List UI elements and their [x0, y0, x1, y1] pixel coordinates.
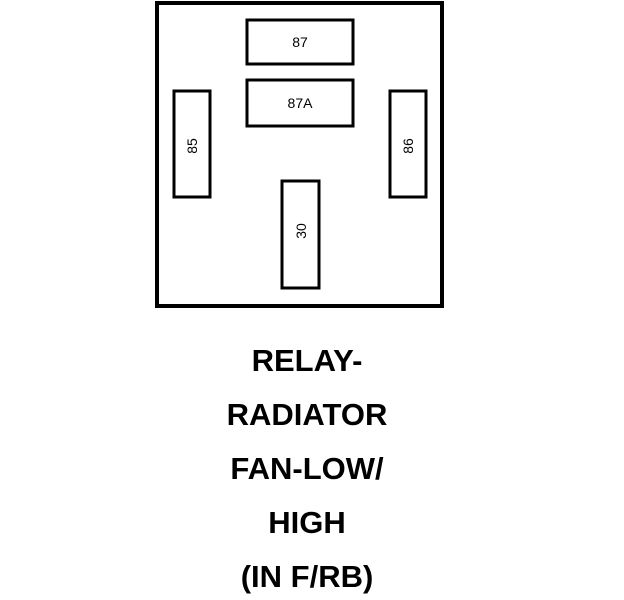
terminal-87: 87: [245, 18, 355, 66]
terminal-87a-label: 87A: [288, 95, 314, 111]
caption-line-3: FAN-LOW/: [230, 451, 384, 486]
terminal-86-blade: [388, 89, 428, 199]
terminal-87a: 87A: [245, 78, 355, 128]
terminal-87a-blade: [245, 78, 355, 128]
terminal-85-label: 85: [184, 138, 200, 154]
terminal-86: 86: [388, 89, 428, 199]
caption-line-1: RELAY-: [251, 343, 363, 378]
terminal-30-blade: [280, 179, 321, 290]
caption-line-4: HIGH: [268, 505, 346, 540]
terminal-30-label: 30: [293, 223, 309, 239]
terminal-87-blade: [245, 18, 355, 66]
terminal-85: 85: [172, 89, 212, 199]
caption-line-2: RADIATOR: [226, 397, 388, 432]
relay-diagram: 87 87A 85 86 30: [155, 1, 444, 308]
relay-housing: [155, 1, 444, 308]
caption-line-5: (IN F/RB): [240, 559, 374, 594]
terminal-86-label: 86: [400, 138, 416, 154]
terminal-85-blade: [172, 89, 212, 199]
terminal-30: 30: [280, 179, 321, 290]
terminal-87-label: 87: [292, 34, 308, 50]
